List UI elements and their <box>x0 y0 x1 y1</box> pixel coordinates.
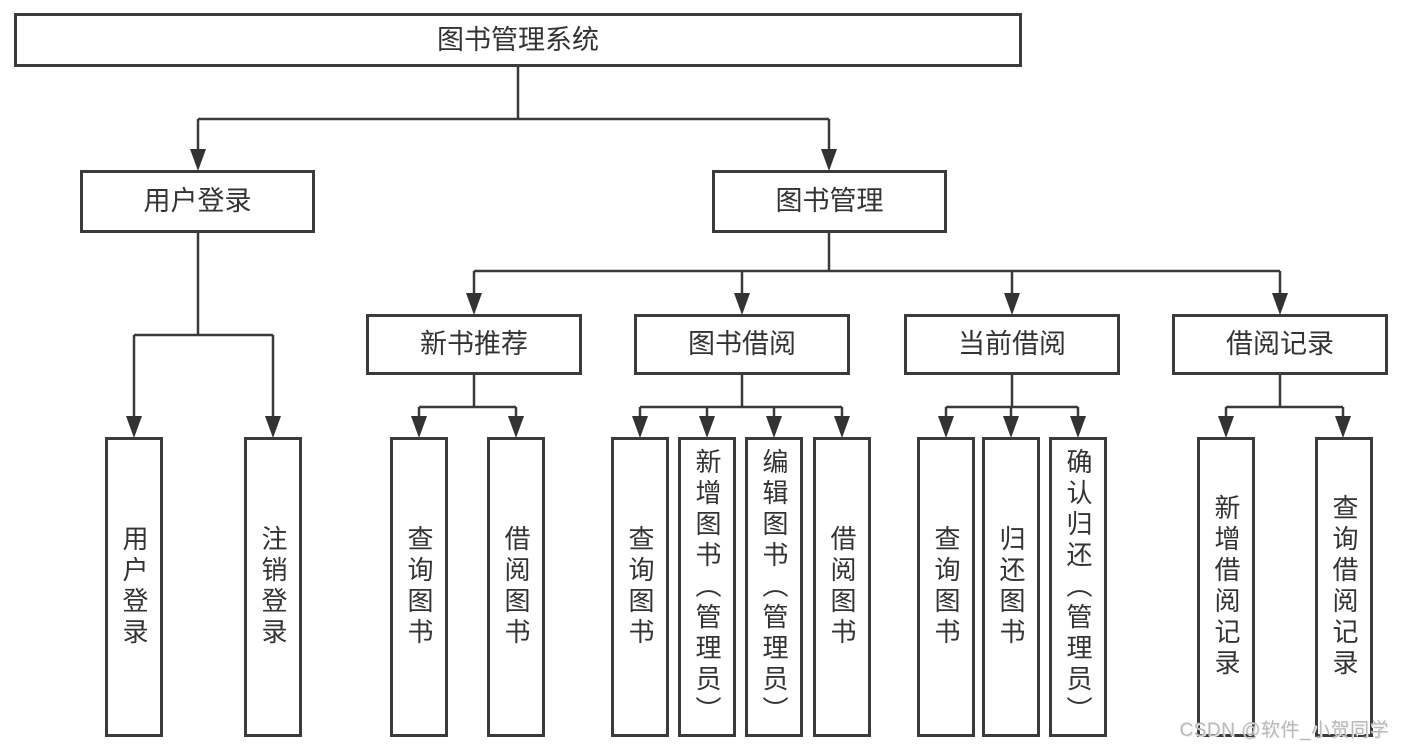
node-root-system: 图书管理系统 <box>14 13 1022 67</box>
leaf-borrow-books-borrowing: 借阅图书 <box>813 437 871 737</box>
node-borrowing-records: 借阅记录 <box>1172 314 1388 375</box>
leaf-query-books-recommend: 查询图书 <box>390 437 448 737</box>
leaf-user-login: 用户登录 <box>105 437 163 737</box>
leaf-add-books-admin: 新增图书（管理员） <box>678 437 736 737</box>
leaf-add-borrow-record: 新增借阅记录 <box>1197 437 1255 737</box>
arrowheads <box>126 149 1351 438</box>
leaf-query-borrow-record: 查询借阅记录 <box>1315 437 1373 737</box>
node-user-login: 用户登录 <box>80 170 315 233</box>
leaf-borrow-books-recommend: 借阅图书 <box>487 437 545 737</box>
leaf-confirm-return-admin: 确认归还（管理员） <box>1049 437 1107 737</box>
leaf-logout: 注销登录 <box>244 437 302 737</box>
node-current-borrowing: 当前借阅 <box>904 314 1120 375</box>
csdn-watermark: CSDN @软件_小贺同学 <box>1179 720 1389 741</box>
node-new-book-recommend: 新书推荐 <box>366 314 582 375</box>
node-book-borrowing: 图书借阅 <box>634 314 850 375</box>
leaf-query-books-current: 查询图书 <box>917 437 975 737</box>
node-book-management: 图书管理 <box>712 170 947 233</box>
leaf-return-books: 归还图书 <box>982 437 1040 737</box>
leaf-edit-books-admin: 编辑图书（管理员） <box>745 437 803 737</box>
leaf-query-books-borrowing: 查询图书 <box>611 437 669 737</box>
